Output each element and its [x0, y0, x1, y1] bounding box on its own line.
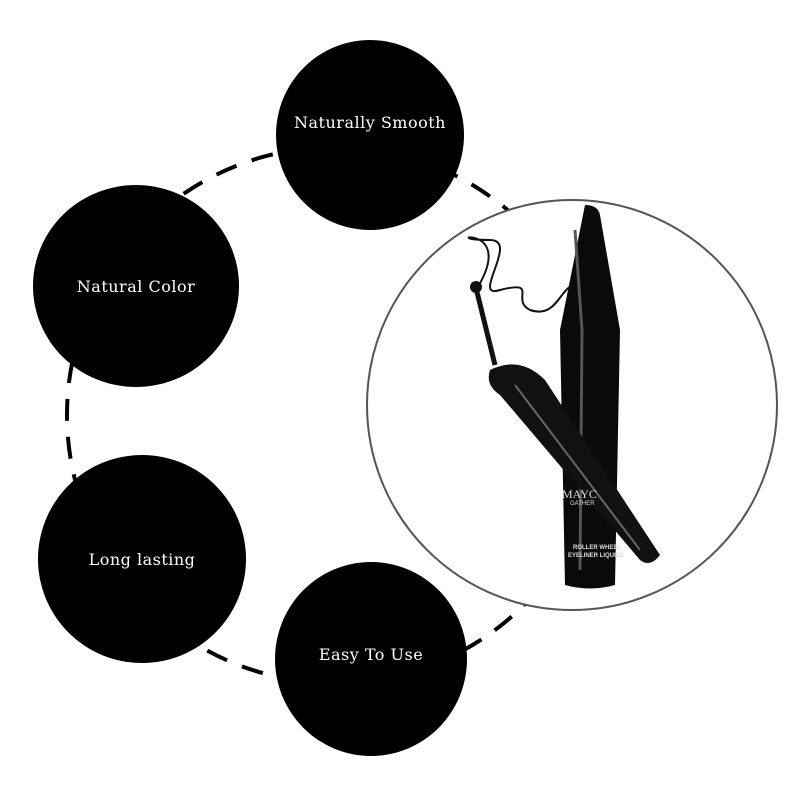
feature-long-lasting: Long lasting [38, 455, 246, 663]
product-sub-brand: GATHER [570, 501, 595, 507]
feature-label: Natural Color [76, 276, 196, 296]
feature-label: Easy To Use [318, 644, 424, 664]
product-name-line1: ROLLER WHEEL [573, 545, 621, 551]
eyeliner-applicator [470, 281, 660, 564]
feature-easy-to-use: Easy To Use [275, 562, 467, 756]
feature-natural-color: Natural Color [33, 185, 239, 387]
feature-naturally-smooth: Naturally Smooth [276, 40, 464, 230]
eyeliner-stroke [467, 236, 581, 313]
product-brand: MAYC [562, 487, 597, 501]
product-name-line2: EYELINER LIQUIDE [568, 553, 625, 559]
feature-label: Naturally Smooth [294, 113, 446, 132]
feature-label: Long lasting [88, 549, 196, 569]
